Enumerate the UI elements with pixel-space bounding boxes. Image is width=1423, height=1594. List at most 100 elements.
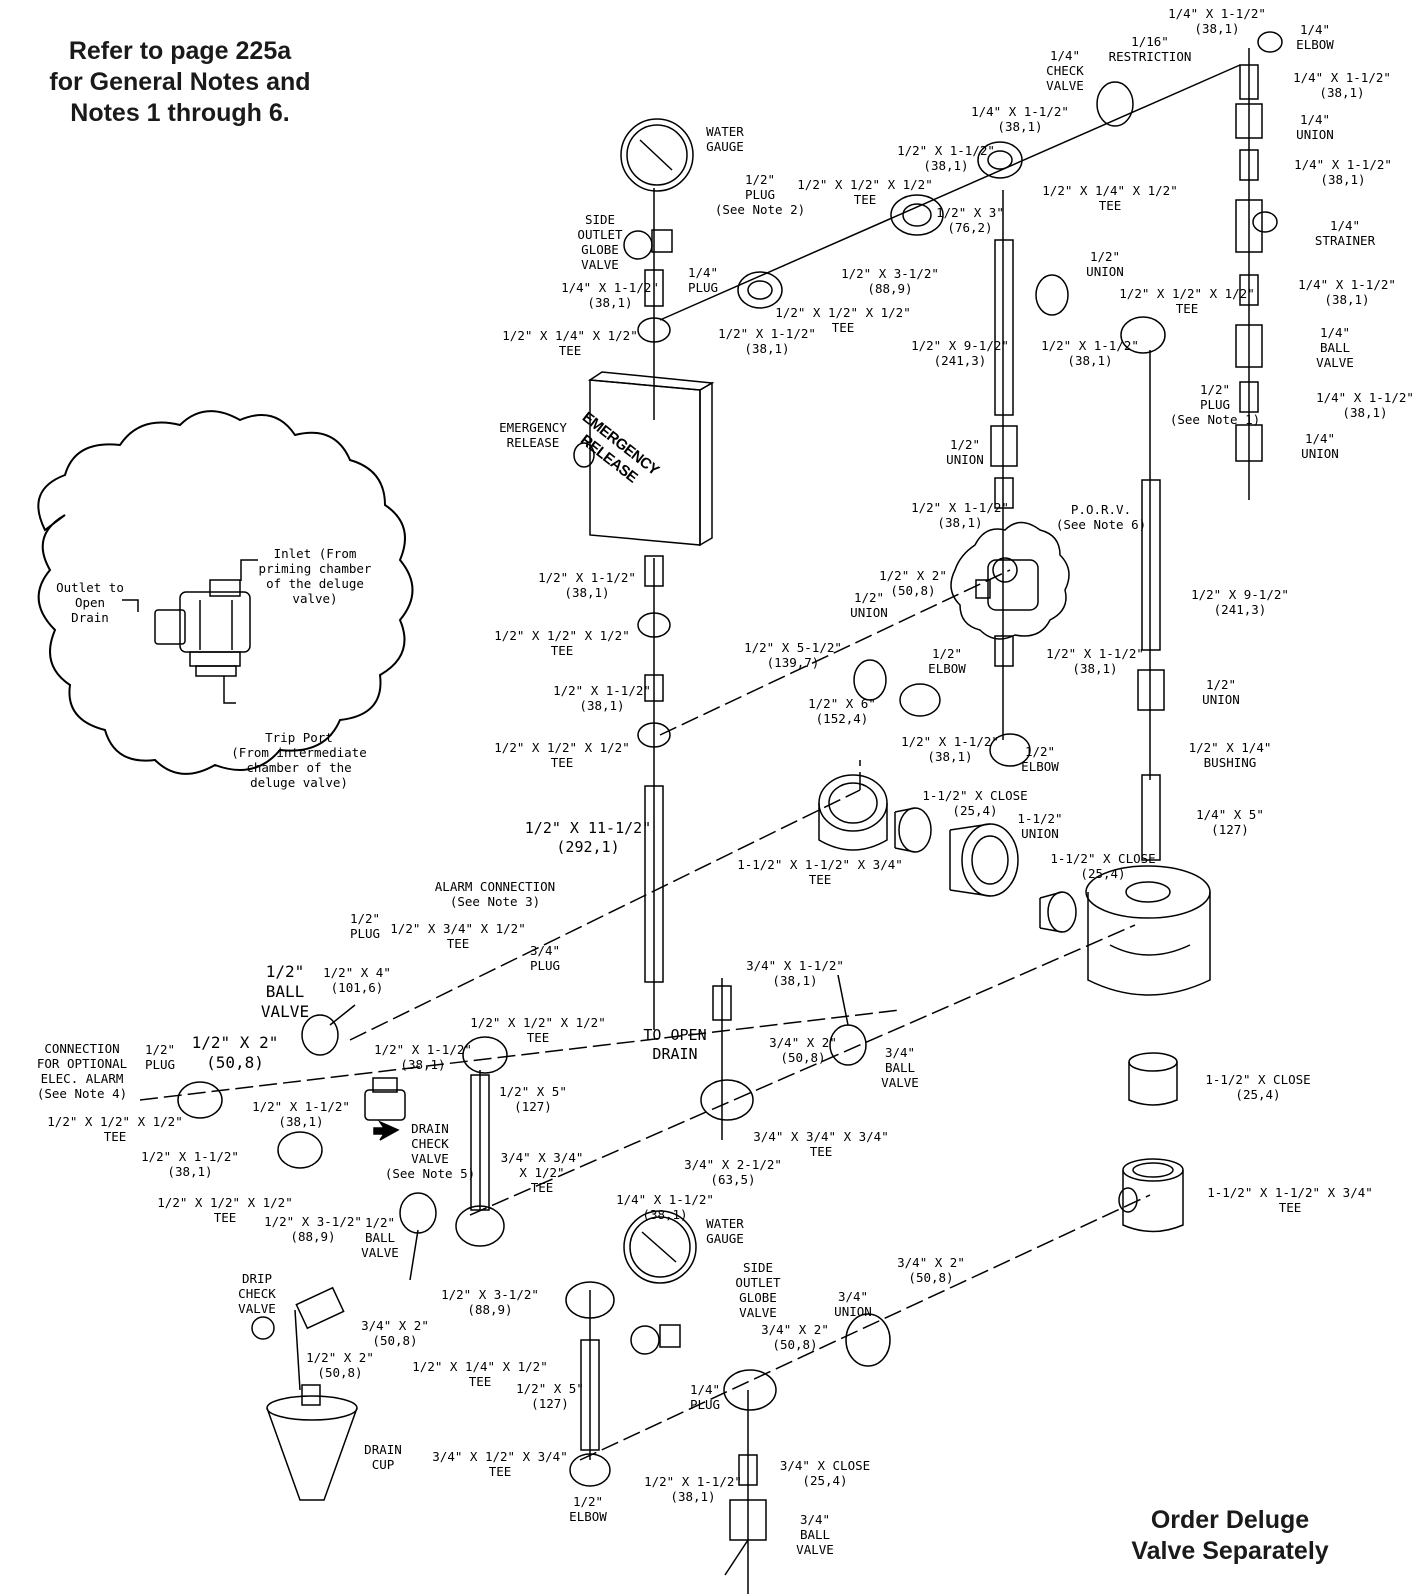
deluge-tee-1-1-2 xyxy=(818,774,888,851)
porv-cloud xyxy=(950,521,1070,640)
part-label: 1/2" X 5" (127) xyxy=(516,1381,584,1411)
part-label: 1/2" X 1/4" X 1/2" TEE xyxy=(412,1359,548,1389)
part-label: 3/4" X 1/2" X 3/4" TEE xyxy=(432,1449,568,1479)
water-gauge-lower xyxy=(623,1210,697,1284)
part-label: 1/2" X 1/2" X 1/2" TEE xyxy=(775,305,911,335)
part-label: 1/2" X 1-1/2" (38,1) xyxy=(553,683,651,713)
part-label: 1/2" X 1-1/2" (38,1) xyxy=(1041,338,1139,368)
part-label: 1/2" X 11-1/2" (292,1) xyxy=(524,819,652,856)
part-label: 1/2" X 1/2" X 1/2" TEE xyxy=(47,1114,183,1144)
part-label: 1/2" UNION xyxy=(850,590,888,620)
part-label: 1/2" X 9-1/2" (241,3) xyxy=(911,338,1009,368)
part-label: P.O.R.V. (See Note 6) xyxy=(1055,502,1147,532)
part-label: 1/2" X 6" (152,4) xyxy=(808,696,876,726)
part-label: 1/2" ELBOW xyxy=(1021,744,1059,774)
part-label: 1/2" X 1/2" X 1/2" TEE xyxy=(797,177,933,207)
inset-leader-inlet xyxy=(240,559,258,581)
inset-leader-outlet xyxy=(122,599,139,612)
part-label: 3/4" X 3/4" X 3/4" TEE xyxy=(753,1129,889,1159)
tee-fittings xyxy=(177,31,1283,1487)
drain-check-valve xyxy=(364,1077,406,1141)
part-label: 1/2" X 1-1/2" (38,1) xyxy=(718,326,816,356)
part-label: 3/4" X 1-1/2" (38,1) xyxy=(746,958,844,988)
part-label: 1/2" X 1-1/2" (38,1) xyxy=(1046,646,1144,676)
part-label: 1/2" X 3-1/2" (88,9) xyxy=(441,1287,539,1317)
part-label: 1/2" ELBOW xyxy=(569,1494,607,1524)
part-label: 1-1/2" X CLOSE (25,4) xyxy=(922,788,1028,818)
part-label: 3/4" UNION xyxy=(834,1289,872,1319)
pipe-bottom-diagonal xyxy=(579,1194,1151,1461)
pipe-upper-horizontal xyxy=(659,64,1241,321)
inset-inlet-label: Inlet (From priming chamber of the delug… xyxy=(258,546,372,606)
part-label: 1/2" X 3-1/2" (88,9) xyxy=(841,266,939,296)
part-label: 1/2" X 1/4" X 1/2" TEE xyxy=(502,328,638,358)
part-label: 1/2" ELBOW xyxy=(928,646,966,676)
tee-1-1-2-lower xyxy=(1118,1158,1184,1233)
union-1-1-2 xyxy=(949,823,1019,897)
part-label: 3/4" X CLOSE (25,4) xyxy=(779,1458,871,1488)
part-label: 1/4" BALL VALVE xyxy=(1316,325,1354,370)
part-label: 3/4" BALL VALVE xyxy=(796,1512,834,1557)
inset-leader-trip xyxy=(223,676,236,704)
part-label: 1/2" PLUG xyxy=(144,1042,176,1072)
pipe-drain-vertical xyxy=(479,978,723,1210)
part-label: 1/4" X 5" (127) xyxy=(1196,807,1264,837)
part-label: 1/2" X 1-1/2" (38,1) xyxy=(374,1042,472,1072)
part-label: 1/4" X 1-1/2" (38,1) xyxy=(1298,277,1396,307)
inset-outlet-label: Outlet to Open Drain xyxy=(56,580,124,625)
part-label: 1-1/2" X 1-1/2" X 3/4" TEE xyxy=(737,857,903,887)
part-label: 1/4" CHECK VALVE xyxy=(1046,48,1084,93)
part-label: 1/2" X 3-1/2" (88,9) xyxy=(264,1214,362,1244)
part-label: WATER GAUGE xyxy=(706,124,744,154)
part-label: 1/2" BALL VALVE xyxy=(361,1215,399,1260)
part-label: 1/2" X 1-1/2" (38,1) xyxy=(252,1099,350,1129)
part-label: DRAIN CHECK VALVE (See Note 5) xyxy=(384,1121,476,1181)
part-label: 1/4" X 1-1/2" (38,1) xyxy=(971,104,1069,134)
part-label: 1/2" X 1/2" X 1/2" TEE xyxy=(157,1195,293,1225)
part-label: 1/2" X 4" (101,6) xyxy=(323,965,391,995)
inset-cloud xyxy=(37,410,414,775)
ball-valves xyxy=(301,974,867,1576)
part-label: SIDE OUTLET GLOBE VALVE xyxy=(735,1260,781,1320)
part-label: SIDE OUTLET GLOBE VALVE xyxy=(577,212,623,272)
part-label: EMERGENCY RELEASE xyxy=(499,420,567,450)
drain-cup xyxy=(266,1384,358,1501)
pipe-drip-line xyxy=(294,1309,301,1391)
part-label: 1/4" PLUG xyxy=(687,265,719,295)
part-label: 1/4" X 1-1/2" (38,1) xyxy=(1316,390,1414,420)
part-label: 1/2" UNION xyxy=(1202,677,1240,707)
part-label: 1-1/2" X CLOSE (25,4) xyxy=(1050,851,1156,881)
part-label: 1/2" UNION xyxy=(946,437,984,467)
part-label: 1/2" X 2" (50,8) xyxy=(306,1350,374,1380)
pipe-alarm-line xyxy=(139,1009,901,1101)
inset-port-assembly xyxy=(154,579,251,677)
header-note: Refer to page 225a for General Notes and… xyxy=(49,37,311,127)
part-label: 1/4" X 1-1/2" (38,1) xyxy=(1294,157,1392,187)
part-label: 1/2" X 3/4" X 1/2" TEE xyxy=(390,921,526,951)
part-label: 3/4" X 2" (50,8) xyxy=(769,1035,837,1065)
pipe-bottom-vertical xyxy=(589,1290,749,1594)
pipe-mid-diagonal xyxy=(659,569,1011,736)
part-label: 1/4" X 1-1/2" (38,1) xyxy=(616,1192,714,1222)
part-label: TO OPEN DRAIN xyxy=(643,1026,707,1063)
emergency-release-box xyxy=(573,371,715,547)
part-label: 1/2" X 1/2" X 1/2" TEE xyxy=(470,1015,606,1045)
deluge-valve-body xyxy=(1085,865,1211,996)
pipe-lower-long xyxy=(469,924,1136,1216)
globe-valves xyxy=(623,229,681,1355)
part-label: 1/2" PLUG xyxy=(349,911,381,941)
part-label: ALARM CONNECTION (See Note 3) xyxy=(434,879,556,909)
part-label: 3/4" BALL VALVE xyxy=(881,1045,919,1090)
part-label: 1/2" X 1/2" X 1/2" TEE xyxy=(494,740,630,770)
part-label: 1/2" X 1-1/2" (38,1) xyxy=(897,143,995,173)
part-label: 1/2" X 5" (127) xyxy=(499,1084,567,1114)
part-label: DRAIN CUP xyxy=(364,1442,402,1472)
part-label: 1/2" X 1-1/2" (38,1) xyxy=(141,1149,239,1179)
part-label: 1/4" X 1-1/2" (38,1) xyxy=(561,280,659,310)
part-label: 1/4" X 1-1/2" (38,1) xyxy=(1293,70,1391,100)
part-label: 1/2" X 1-1/2" (38,1) xyxy=(901,734,999,764)
part-label: 1-1/2" X CLOSE (25,4) xyxy=(1205,1072,1311,1102)
part-label: 1/2" PLUG (See Note 1) xyxy=(1169,382,1261,427)
part-label: 1/2" X 1/4" BUSHING xyxy=(1188,740,1272,770)
